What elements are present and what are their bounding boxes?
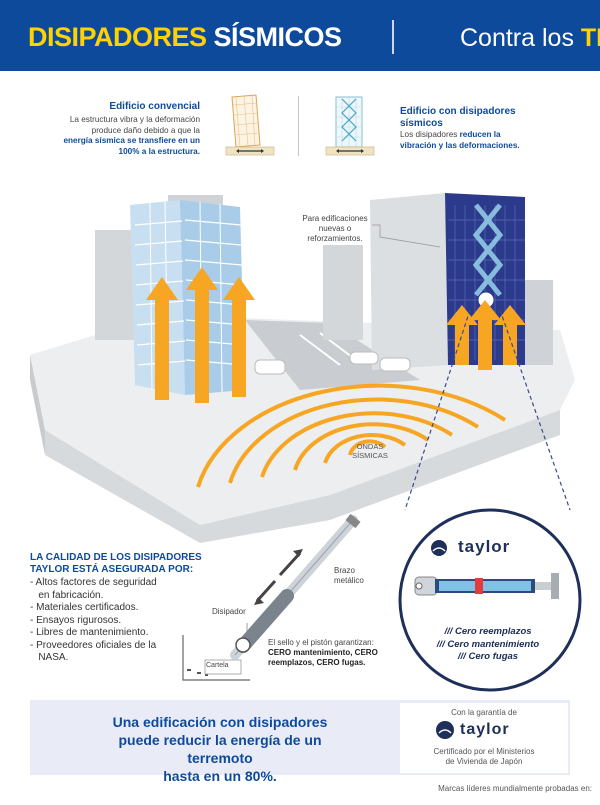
quality-item: - Altos factores de seguridad: [30, 577, 157, 588]
subtitle-prefix: Contra los: [460, 24, 581, 52]
conventional-text-line: produce daño debido a que la: [91, 125, 200, 135]
cert-line: de Vivienda de Japón: [445, 757, 523, 766]
dissipator-title: Edificio con disipadores sísmicos: [400, 106, 550, 130]
conventional-title: Edificio convencial: [109, 101, 200, 112]
dissipator-text: Los disipadores reducen la vibración y l…: [400, 130, 570, 151]
quality-item: - Proveedores oficiales de la: [30, 639, 157, 651]
quality-title-line: TAYLOR ESTÁ ASEGURADA POR:: [30, 564, 194, 575]
seal-note: El sello y el pistón garantizan: CERO ma…: [268, 638, 388, 668]
brand-claim: /// Cero fugas: [457, 651, 519, 662]
scene-callout-line: nuevas o: [318, 224, 352, 233]
certification-text: Certificado por el Ministerios de Vivien…: [400, 747, 568, 767]
arm-label-line: Brazo: [334, 566, 355, 575]
quality-item: NASA.: [30, 652, 69, 663]
waves-label-line: SÍSMICAS: [352, 451, 388, 460]
conventional-text-bold: 100% a la estructura.: [118, 146, 200, 156]
taylor-logo-icon: [431, 540, 447, 556]
scene-callout-line: Para edificaciones: [302, 214, 368, 223]
quality-title-line: LA CALIDAD DE LOS DISIPADORES: [30, 552, 202, 563]
quality-item: - Materiales certificados.: [30, 602, 139, 613]
waves-label-line: ONDAS: [356, 442, 384, 451]
cert-line: Certificado por el Ministerios: [433, 747, 535, 756]
guarantee-box: [400, 703, 568, 773]
dissipator-building-icon: [325, 96, 375, 156]
damper-label: Disipador: [212, 607, 246, 616]
comparison-divider: [298, 96, 299, 156]
damper-diagram: [182, 513, 361, 681]
seismic-waves-label: ONDAS SÍSMICAS: [340, 442, 400, 460]
quality-item: - Libres de mantenimiento.: [30, 627, 149, 638]
quality-title: LA CALIDAD DE LOS DISIPADORES TAYLOR EST…: [30, 552, 240, 576]
dissipator-title-line: sísmicos: [400, 118, 443, 129]
seal-note-line: reemplazos, CERO fugas.: [268, 658, 366, 667]
brand-claim: /// Cero reemplazos: [444, 626, 532, 637]
title-highlight: DISIPADORES: [28, 22, 207, 52]
header-bar: [0, 0, 600, 71]
zoom-brand-name: taylor: [458, 537, 511, 556]
page-title: DISIPADORES SÍSMICOS: [28, 22, 342, 53]
dissipator-text-bold: vibración y las deformaciones.: [400, 140, 520, 150]
banner-line: hasta en un 80%.: [163, 768, 277, 784]
arm-label-line: metálico: [334, 576, 364, 585]
conventional-building-icon: [225, 94, 275, 156]
header-divider: [392, 20, 394, 54]
banner-line: Una edificación con disipadores: [112, 714, 328, 730]
conventional-text-line: La estructura vibra y la deformación: [69, 115, 200, 124]
taylor-logo-icon: [436, 721, 454, 739]
damper-zoom-circle: [398, 508, 582, 692]
title-rest: SÍSMICOS: [206, 22, 343, 52]
bracket-label: Cartela: [206, 662, 229, 669]
scene-callout-line: reforzamientos.: [307, 234, 363, 243]
banner-line: puede reducir la energía de un terremoto: [118, 732, 322, 766]
guarantee-brand-name: taylor: [460, 721, 510, 738]
brand-claim: /// Cero mantenimiento: [436, 638, 540, 650]
footer-text: Marcas líderes mundialmente probadas en:: [438, 784, 592, 793]
quality-item: en fabricación.: [30, 589, 104, 601]
brand-claims: /// Cero reemplazos /// Cero mantenimien…: [418, 626, 558, 664]
city-scene-illustration: [30, 193, 575, 543]
scene-callout: Para edificaciones nuevas o reforzamient…: [290, 214, 380, 244]
arm-label: Brazo metálico: [334, 566, 384, 586]
conventional-text: La estructura vibra y la deformación pro…: [40, 115, 200, 157]
dissipator-text-pre: Los disipadores: [400, 130, 460, 139]
conventional-text-bold: energía sísmica se transfiere en un: [63, 136, 200, 145]
quality-item: - Ensayos rigurosos.: [30, 614, 122, 626]
dissipator-title-line: Edificio con disipadores: [400, 106, 516, 117]
quality-list: - Altos factores de seguridad en fabrica…: [30, 577, 230, 665]
seal-note-line: El sello y el pistón garantizan:: [268, 638, 374, 647]
guarantee-label: Con la garantía de: [451, 708, 517, 717]
dissipator-text-bold: reducen la: [459, 130, 501, 139]
banner-text: Una edificación con disipadores puede re…: [90, 713, 350, 785]
seal-note-line: CERO mantenimiento, CERO: [268, 648, 378, 657]
page-subtitle: Contra los TE: [460, 24, 600, 53]
subtitle-highlight: TE: [580, 24, 600, 52]
